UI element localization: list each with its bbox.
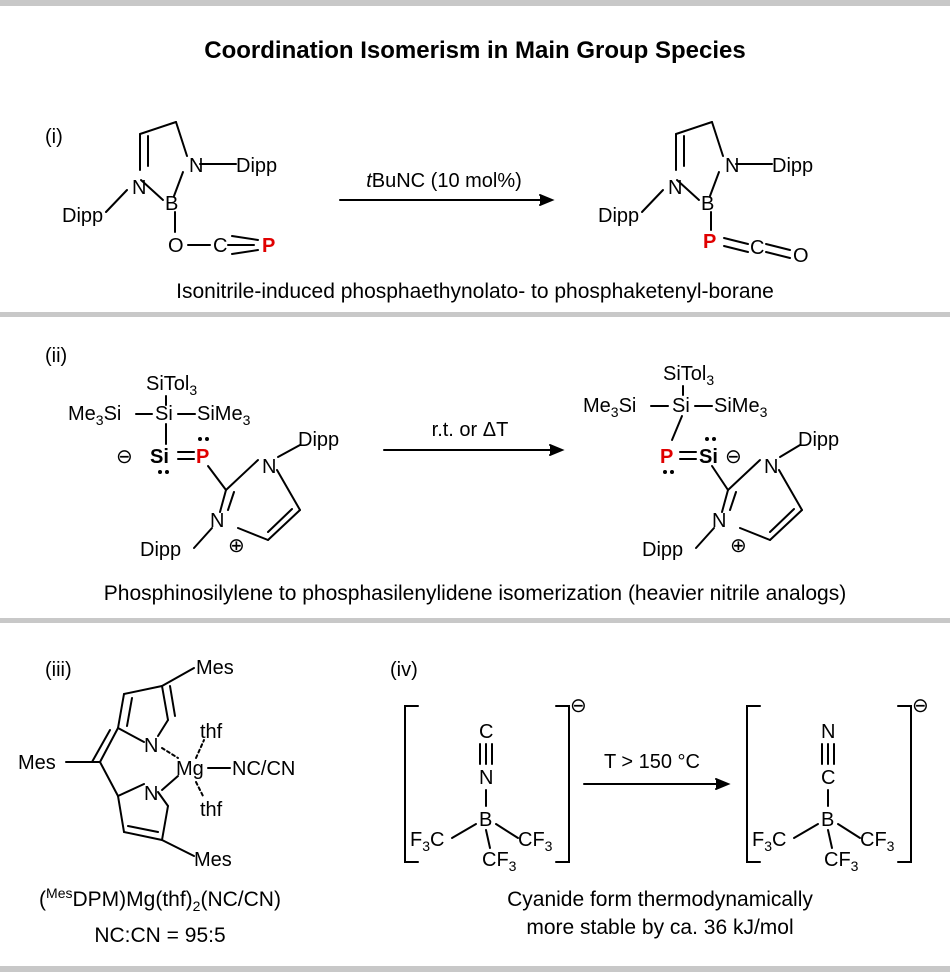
sitol3-label: SiTol3 [146,373,197,398]
atom-c: C [821,767,835,789]
plus-charge: ⊕ [228,535,245,557]
atom-b: B [165,193,178,215]
arrowhead [549,444,565,456]
atom-n: N [764,456,778,478]
me3si-label: Me3Si [68,403,121,428]
panel-ii: (ii) SiTol3 Me3Si Si SiMe3 ⊖ Si P [45,345,846,605]
atom-p: P [196,446,209,468]
atom-n: N [132,177,146,199]
atom-o: O [793,245,809,267]
mes-label: Mes [196,657,234,679]
label-iv: (iv) [390,659,418,681]
top-rule [0,0,950,6]
cf3-label: CF3 [518,829,553,854]
atom-si: Si [699,446,718,468]
atom-o: O [168,235,184,257]
atom-n: N [725,155,739,177]
atom-n: N [821,721,835,743]
thf-label: thf [200,799,223,821]
dipp-label: Dipp [598,205,639,227]
arrowhead [539,194,555,206]
atom-n: N [262,456,276,478]
condition-ii: r.t. or ΔT [432,419,509,441]
boryl-phosphaketene: N N B P C O Dipp Dipp [598,121,813,267]
scheme-title: Coordination Isomerism in Main Group Spe… [204,37,745,64]
cf3-label: CF3 [860,829,895,854]
atom-n: N [189,155,203,177]
arrowhead [715,778,731,790]
plus-charge: ⊕ [730,535,747,557]
atom-n: N [210,510,224,532]
label-ii: (ii) [45,345,67,367]
mg-dipyrromethene-complex: Mes N Mes N Mes Mg thf [18,657,295,871]
cf3-label: CF3 [482,849,517,874]
atom-b: B [701,193,714,215]
boryl-phosphaethynolate: N N B O C P Dipp Dipp [62,121,277,257]
rule-1 [0,312,950,317]
atom-n: N [144,735,158,757]
minus-charge: ⊖ [570,695,587,717]
isomer-ratio: NC:CN = 95:5 [94,924,225,947]
atom-c: C [479,721,493,743]
caption-i: Isonitrile-induced phosphaethynolato- to… [176,280,774,303]
atom-p: P [262,235,275,257]
dipp-label: Dipp [140,539,181,561]
atom-c: C [213,235,227,257]
atom-si: Si [155,403,173,425]
panel-iii: (iii) Mes N Mes N [18,657,295,947]
caption-iv-line1: Cyanide form thermodynamically [507,888,813,911]
dipp-label: Dipp [62,205,103,227]
dipp-label: Dipp [798,429,839,451]
panel-i: (i) N N B O C P Dipp Dipp [45,121,813,303]
sitol3-label: SiTol3 [663,363,714,388]
atom-n: N [668,177,682,199]
complex-formula: (MesDPM)Mg(thf)2(NC/CN) [39,885,281,914]
cf3-label: CF3 [824,849,859,874]
atom-c: C [750,237,764,259]
dipp-label: Dipp [298,429,339,451]
dipp-label: Dipp [772,155,813,177]
atom-mg: Mg [176,758,204,780]
minus-charge: ⊖ [912,695,929,717]
cyanoborate-anion: ⊖ N C B F3C CF3 CF3 [746,695,929,874]
mes-label: Mes [18,752,56,774]
phosphinosilylene: SiTol3 Me3Si Si SiMe3 ⊖ Si P N N [68,373,339,561]
caption-iv-line2: more stable by ca. 36 kJ/mol [526,916,793,939]
cf3-label: F3C [410,829,444,854]
condition-iv: T > 150 °C [604,751,700,773]
thf-label: thf [200,721,223,743]
minus-charge: ⊖ [116,446,133,468]
rule-2 [0,618,950,623]
label-iii: (iii) [45,659,72,681]
mes-label: Mes [194,849,232,871]
atom-p: P [703,231,716,253]
atom-si: Si [150,446,169,468]
ncn-ligand-label: NC/CN [232,758,295,780]
atom-b: B [479,809,492,831]
atom-b: B [821,809,834,831]
dipp-label: Dipp [642,539,683,561]
atom-n: N [712,510,726,532]
panel-iv: (iv) ⊖ C N B F3C CF3 CF3 T > 150 °C [390,659,929,939]
atom-n: N [479,767,493,789]
dipp-label: Dipp [236,155,277,177]
phosphasilenylidene: SiTol3 Me3Si Si SiMe3 P Si ⊖ N N [583,363,839,561]
cf3-label: F3C [752,829,786,854]
condition-i: tBuNC (10 mol%) [366,170,522,192]
atom-p: P [660,446,673,468]
sime3-label: SiMe3 [197,403,251,428]
me3si-label: Me3Si [583,395,636,420]
label-i: (i) [45,126,63,148]
bottom-rule [0,966,950,972]
sime3-label: SiMe3 [714,395,768,420]
atom-n: N [144,783,158,805]
atom-si: Si [672,395,690,417]
isocyanoborate-anion: ⊖ C N B F3C CF3 CF3 [404,695,587,874]
minus-charge: ⊖ [725,446,742,468]
caption-ii: Phosphinosilylene to phosphasilenylidene… [104,582,846,605]
